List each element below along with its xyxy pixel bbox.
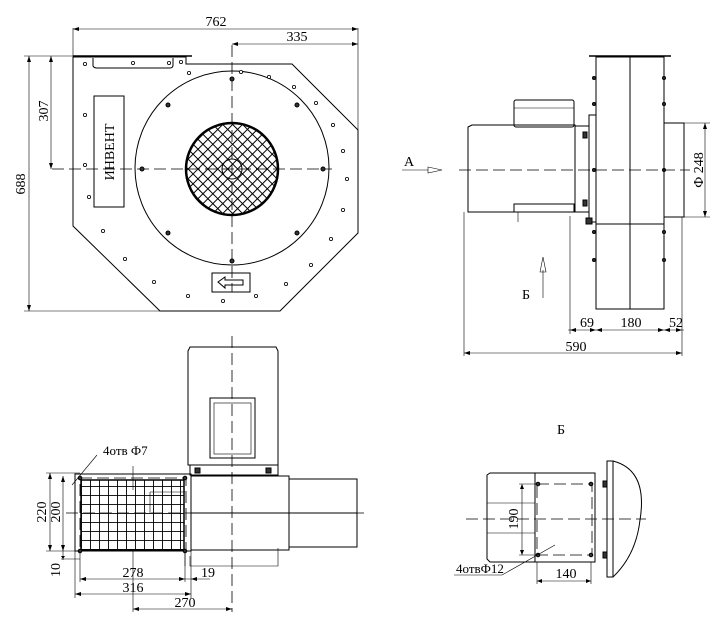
motor-body — [486, 472, 596, 563]
terminal-box — [209, 397, 256, 459]
mount-bracket — [92, 58, 174, 69]
dim-688: 688 — [14, 174, 29, 195]
dim-10: 10 — [49, 563, 64, 577]
side-bolts — [582, 76, 666, 262]
view-b-label: Б — [522, 288, 530, 303]
side-dimensions — [463, 122, 710, 356]
view-b: Б 190 140 4отвФ12 — [454, 423, 646, 584]
brand-plate-text: ИНВЕНТ — [103, 123, 118, 180]
view-a-arrow-icon — [427, 166, 443, 174]
terminal-box — [513, 99, 575, 128]
dim-762: 762 — [206, 15, 227, 30]
front-view: ИНВЕНТ 762 335 688 307 — [14, 15, 359, 312]
brand-plate — [93, 95, 125, 208]
view-b-arrow-icon — [539, 256, 547, 273]
mount-plate — [534, 472, 596, 563]
side-view: А Б 69 180 52 590 Ф 248 — [402, 55, 710, 356]
hole-note-top: 4отв Ф7 — [103, 443, 148, 458]
dim-69: 69 — [580, 316, 594, 331]
top-view: 4отв Ф7 220 200 10 278 19 316 — [35, 336, 364, 612]
front-dimensions — [24, 27, 359, 312]
dim-52: 52 — [669, 316, 683, 331]
dim-140: 140 — [556, 567, 577, 582]
motor-body — [187, 346, 279, 466]
rotation-arrow-icon — [217, 276, 244, 290]
circle-bolts — [139, 76, 326, 264]
dim-278: 278 — [123, 566, 144, 581]
inlet-grid — [80, 479, 185, 551]
dim-190: 190 — [507, 509, 522, 530]
rotation-arrow-plate — [211, 272, 251, 293]
dim-307: 307 — [37, 101, 52, 122]
dim-200: 200 — [49, 502, 64, 523]
housing-outline — [72, 56, 359, 312]
dim-19: 19 — [201, 566, 215, 581]
dim-220: 220 — [35, 502, 50, 523]
perimeter-holes — [83, 60, 349, 303]
view-a-label: А — [404, 155, 415, 170]
fan-housing-curve — [612, 460, 642, 578]
motor-body — [467, 124, 576, 213]
dim-316: 316 — [123, 581, 144, 596]
top-dimensions — [46, 472, 232, 612]
hole-note-view-b: 4отвФ12 — [456, 561, 504, 576]
dim-270: 270 — [175, 596, 196, 611]
dim-335: 335 — [287, 30, 308, 45]
dim-590: 590 — [566, 340, 587, 355]
view-b-title: Б — [557, 423, 565, 438]
dim-outlet-diameter: Ф 248 — [692, 152, 707, 188]
dim-180: 180 — [621, 316, 642, 331]
